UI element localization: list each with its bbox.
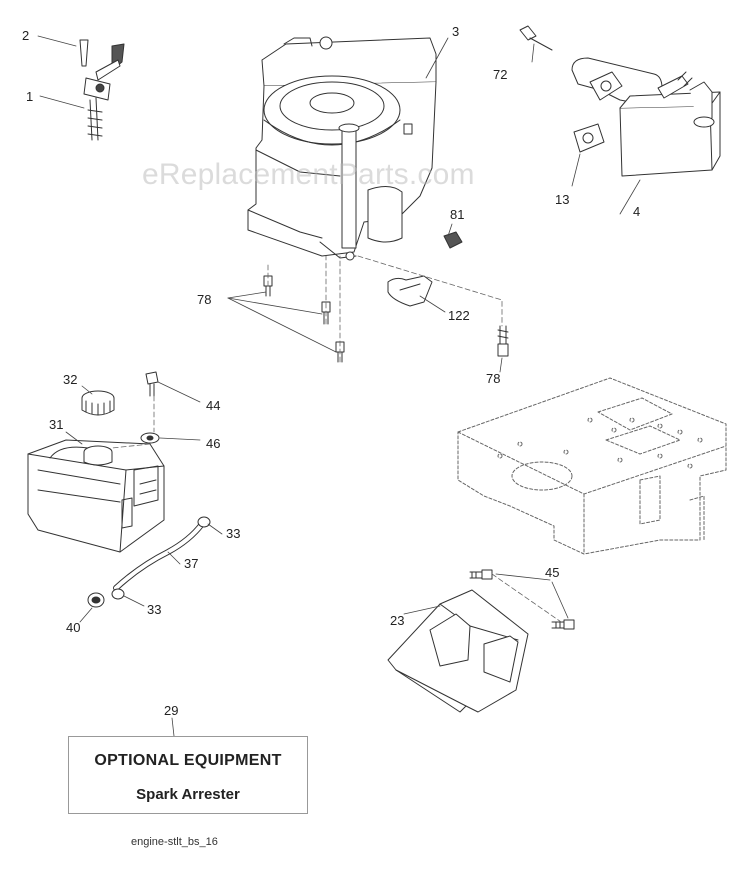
nut-81-part — [443, 231, 463, 249]
diagram-caption: engine-stlt_bs_16 — [131, 836, 218, 848]
screw-44-part — [145, 371, 159, 397]
assembly-lines — [111, 255, 565, 625]
frame-outline — [457, 377, 727, 555]
screw-72-part — [519, 25, 553, 51]
callout-3: 3 — [452, 24, 460, 39]
heat-shield-part — [387, 275, 433, 307]
bushing-40-part — [87, 592, 105, 608]
callout-4: 4 — [633, 204, 641, 219]
fuel-tank-part — [27, 439, 165, 553]
callout-13: 13 — [555, 192, 570, 207]
fuel-cap-part — [81, 390, 115, 416]
callout-1: 1 — [26, 89, 34, 104]
optional-equipment-title: OPTIONAL EQUIPMENT — [94, 752, 282, 769]
callout-46: 46 — [206, 436, 221, 451]
callout-45: 45 — [545, 565, 560, 580]
callout-122: 122 — [448, 308, 470, 323]
callout-29: 29 — [164, 703, 179, 718]
bolts-45-part — [469, 569, 575, 630]
callout-33-upper: 33 — [226, 526, 241, 541]
engine-part — [247, 36, 437, 261]
callout-37: 37 — [184, 556, 199, 571]
callout-31: 31 — [49, 417, 64, 432]
callout-44: 44 — [206, 398, 221, 413]
leader-lines — [37, 35, 641, 737]
callout-78-right: 78 — [486, 371, 501, 386]
optional-equipment-box: OPTIONAL EQUIPMENT Spark Arrester — [68, 736, 308, 814]
callout-2: 2 — [22, 28, 30, 43]
callout-72: 72 — [493, 67, 508, 82]
callout-32: 32 — [63, 372, 78, 387]
washer-46-part — [140, 432, 160, 444]
spark-arrester-label: Spark Arrester — [136, 786, 240, 803]
muffler-part — [571, 57, 721, 177]
callout-78-left: 78 — [197, 292, 212, 307]
shield-23-part — [387, 589, 529, 713]
callout-33-lower: 33 — [147, 602, 162, 617]
callout-40: 40 — [66, 620, 81, 635]
gasket-part — [573, 123, 605, 153]
watermark-text: eReplacementParts.com — [142, 158, 475, 191]
callout-81: 81 — [450, 207, 465, 222]
callout-23: 23 — [390, 613, 405, 628]
throttle-control-part — [79, 39, 125, 141]
bolts-78-part — [263, 275, 509, 363]
